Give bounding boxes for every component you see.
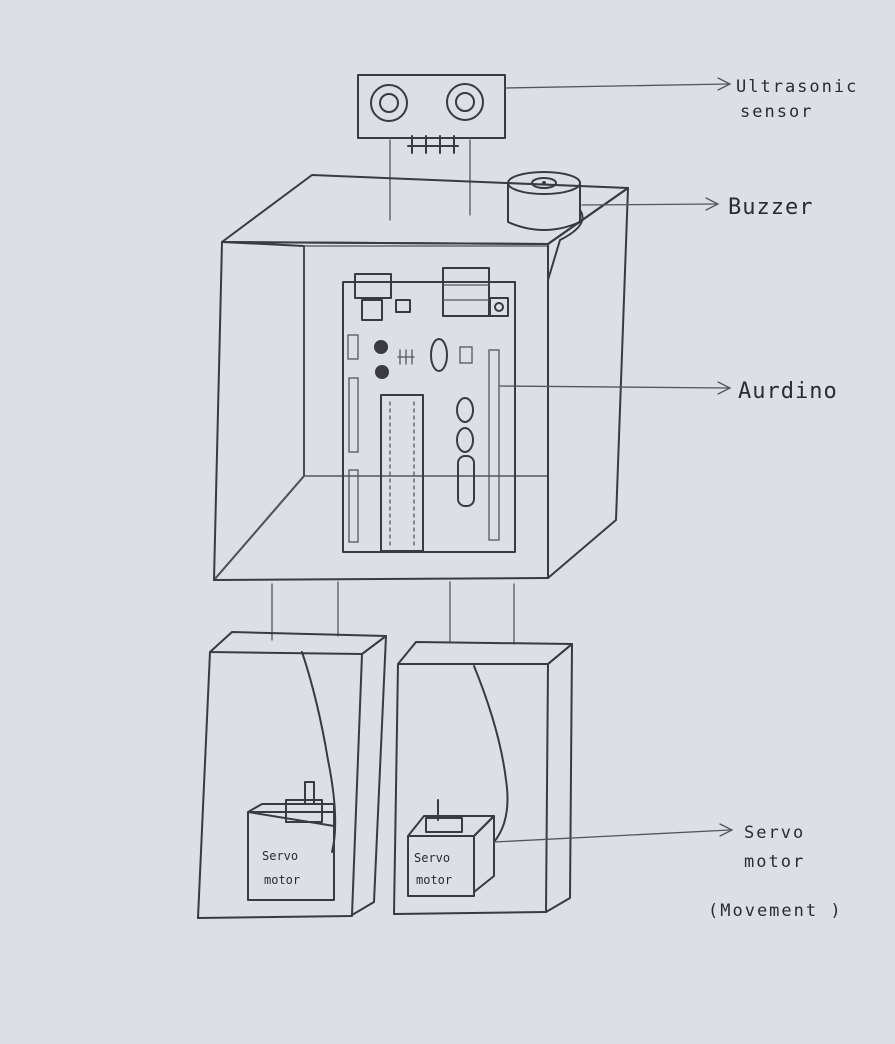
servo-arrow (494, 824, 732, 842)
servo-right-label-1: Servo (414, 851, 450, 865)
servo-motor-right: Servo motor (408, 800, 494, 896)
buzzer-arrow (582, 198, 718, 210)
servo-label-line2: motor (744, 852, 805, 872)
servo-left-label-1: Servo (262, 849, 298, 863)
ultrasonic-sensor (358, 75, 505, 220)
servo-left-label-2: motor (264, 873, 300, 887)
servo-motor-left: Servo motor (248, 782, 334, 900)
arduino-board (343, 268, 515, 552)
servo-right-label-2: motor (416, 873, 452, 887)
ultrasonic-arrow (505, 78, 730, 90)
ultrasonic-label-line2: sensor (740, 102, 813, 122)
right-motor-bay: Servo motor (394, 642, 572, 914)
servo-note-label: (Movement ) (708, 901, 843, 921)
labels: Ultrasonic sensor Buzzer Aurdino Servo m… (708, 77, 858, 921)
arduino-arrow (500, 382, 730, 394)
ultrasonic-label-line1: Ultrasonic (736, 77, 858, 97)
buzzer (508, 172, 583, 280)
servo-label-line1: Servo (744, 823, 805, 843)
arduino-label: Aurdino (738, 379, 838, 404)
buzzer-label: Buzzer (728, 195, 813, 220)
left-motor-bay: Servo motor (198, 632, 386, 918)
